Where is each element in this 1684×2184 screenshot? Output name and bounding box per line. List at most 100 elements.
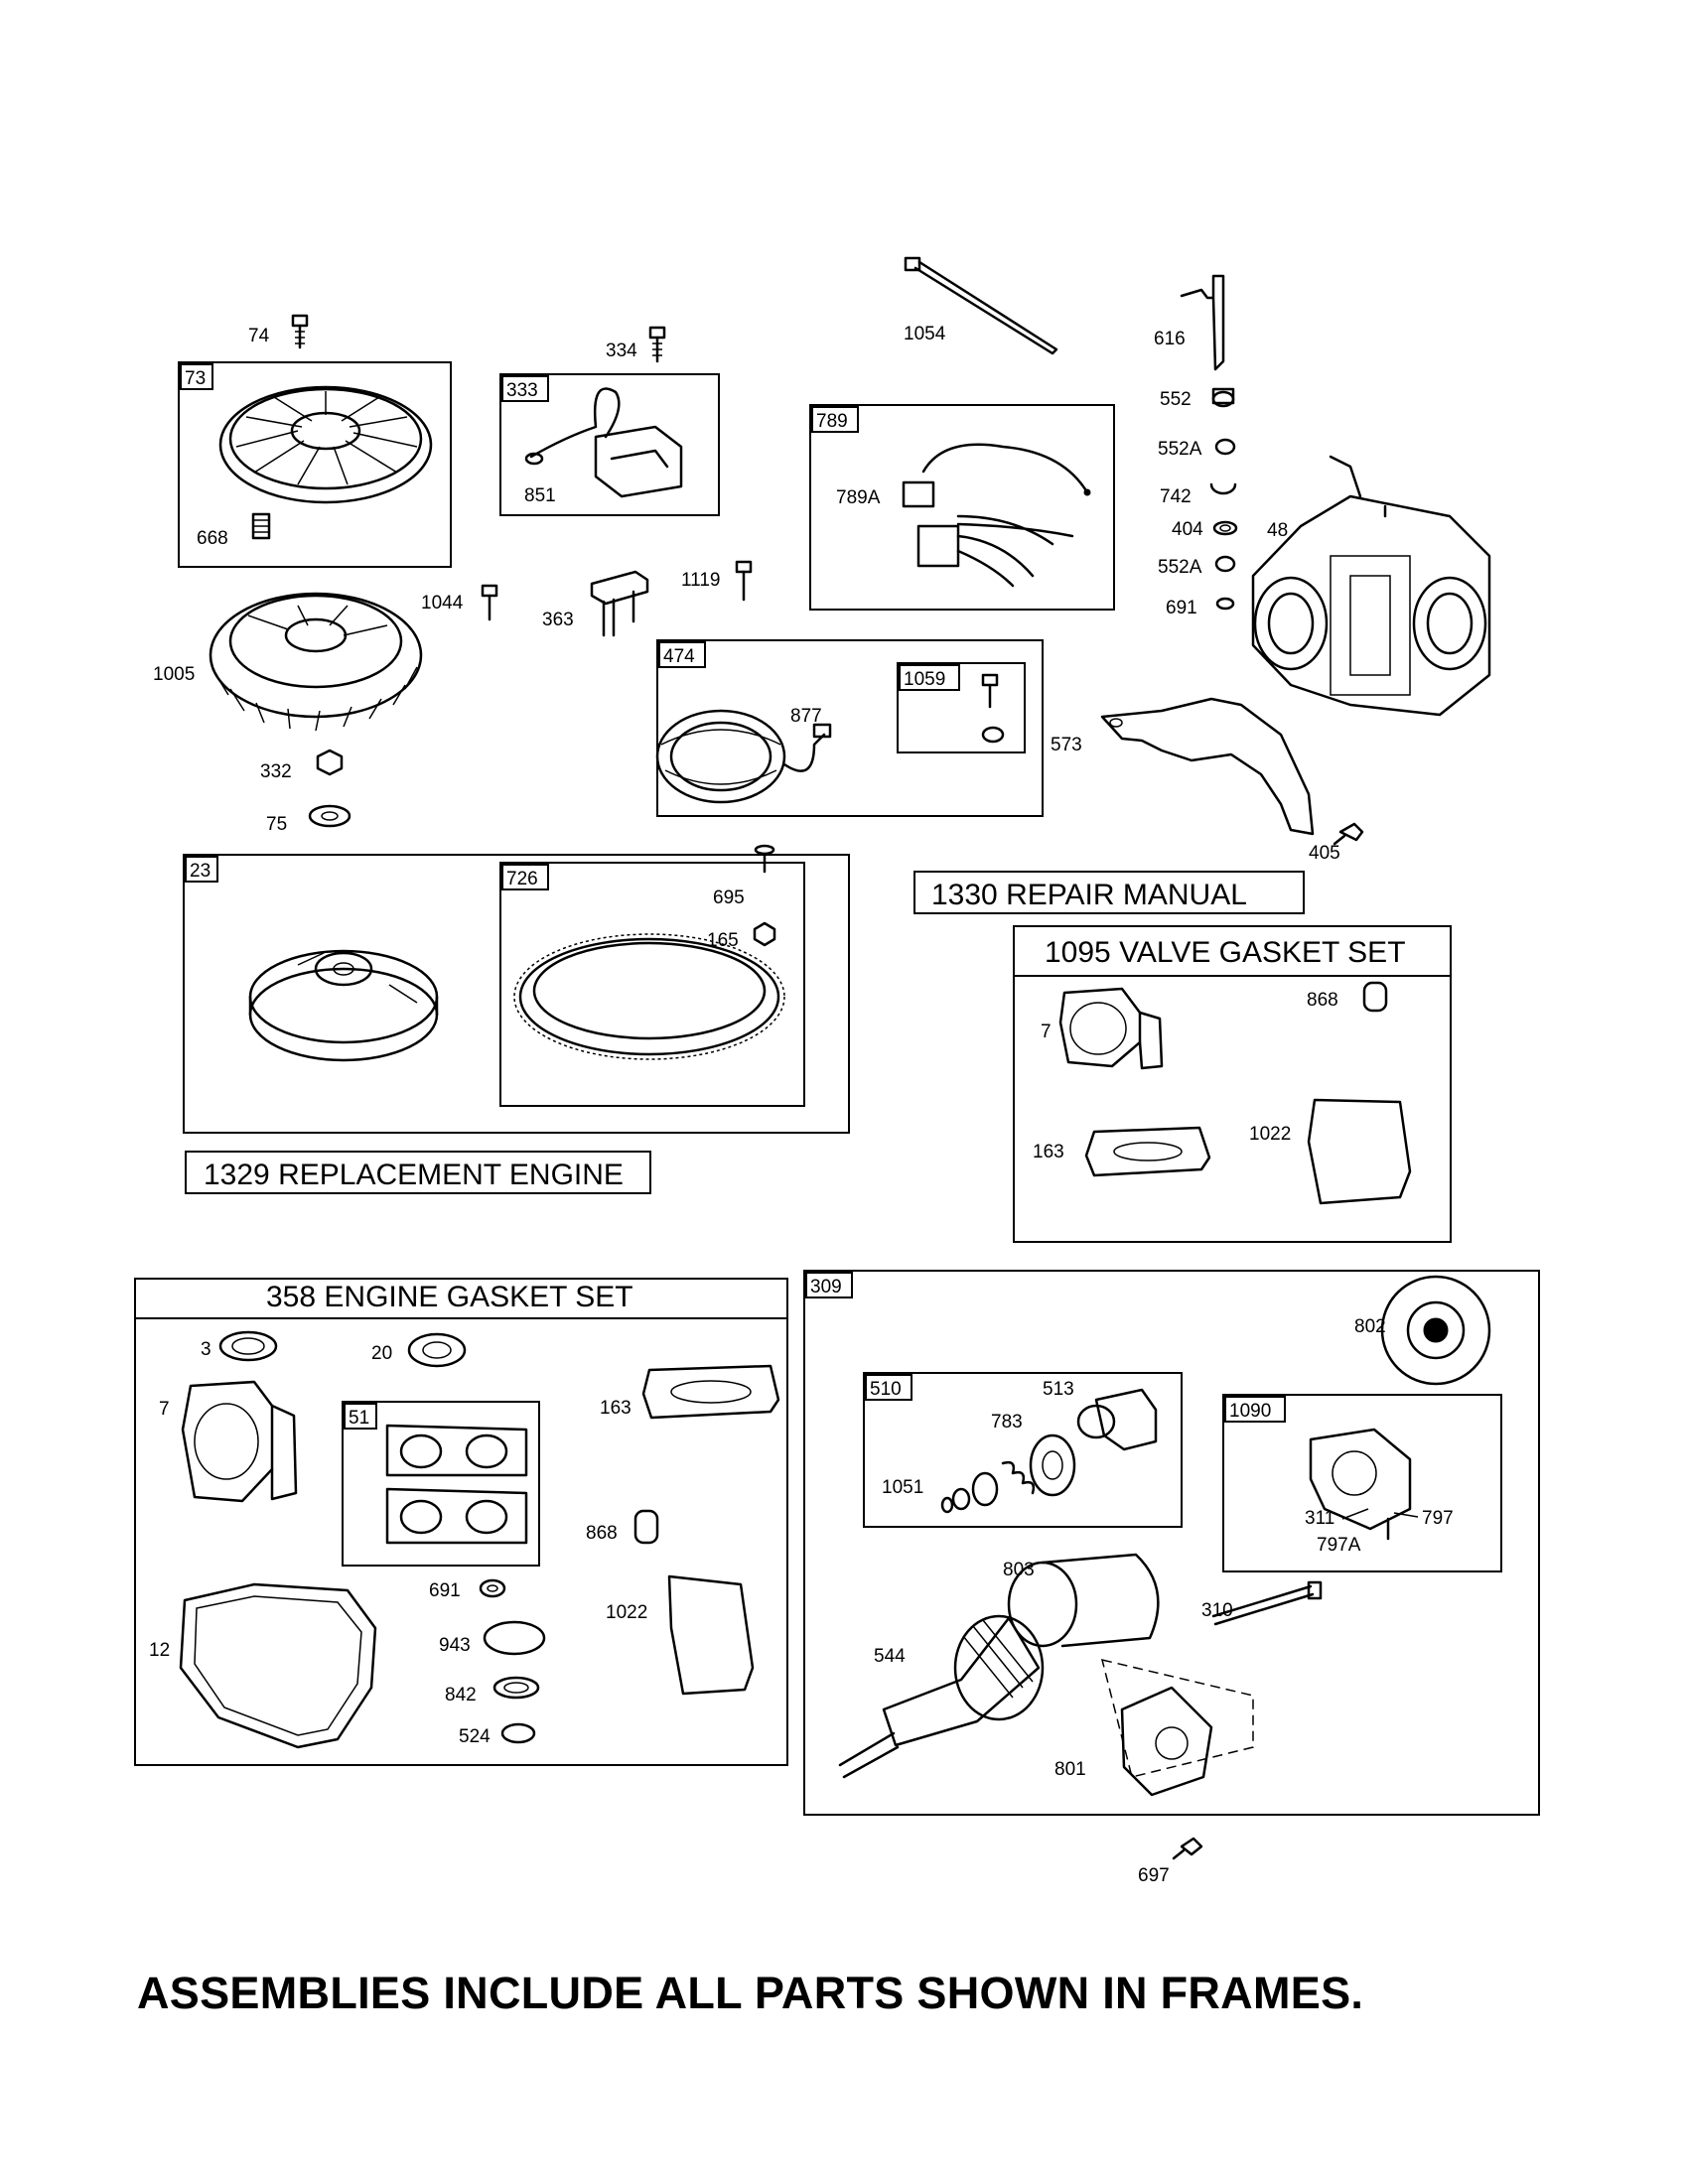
washer-75-icon bbox=[308, 804, 351, 828]
nut-332-icon bbox=[316, 749, 344, 776]
intake-gasket-51-icon bbox=[385, 1424, 528, 1545]
frame-1330 bbox=[913, 871, 1305, 914]
part-label: 7 bbox=[159, 1399, 170, 1420]
frame-tag: 789 bbox=[816, 411, 848, 432]
frame-1059 bbox=[897, 662, 1026, 753]
gasket-1022-icon bbox=[1307, 1098, 1412, 1205]
part-label: 1054 bbox=[904, 324, 946, 344]
frame-73 bbox=[178, 361, 452, 568]
fan-icon bbox=[209, 592, 423, 732]
kit-replacement-engine: 1329 REPLACEMENT ENGINE bbox=[204, 1159, 624, 1191]
gasket-1022b-icon bbox=[667, 1574, 755, 1696]
cylinder-block-icon bbox=[1251, 455, 1491, 717]
frame-tag: 1059 bbox=[904, 669, 945, 690]
part-label: 691 bbox=[1166, 598, 1197, 618]
frame-1329 bbox=[185, 1151, 651, 1194]
frame-510 bbox=[863, 1372, 1183, 1528]
part-label: 742 bbox=[1160, 486, 1192, 507]
screw-695-icon bbox=[754, 844, 775, 874]
part-label: 877 bbox=[790, 706, 822, 727]
part-label: 363 bbox=[542, 610, 574, 630]
frame-tag: 726 bbox=[506, 869, 538, 889]
part-label: 789A bbox=[836, 487, 881, 508]
seal-3-icon bbox=[218, 1330, 278, 1362]
kit-banners: 1330 REPAIR MANUAL 1095 VALVE GASKET SET… bbox=[204, 879, 1406, 1313]
footer-note: ASSEMBLIES INCLUDE ALL PARTS SHOWN IN FR… bbox=[137, 1968, 1364, 2018]
part-label: 74 bbox=[248, 326, 270, 346]
frame-tag: 73 bbox=[185, 368, 206, 389]
frame-309 bbox=[803, 1270, 1540, 1816]
screw-697-icon bbox=[1172, 1837, 1203, 1860]
frame-tag: 474 bbox=[663, 646, 695, 667]
part-label: 20 bbox=[371, 1343, 392, 1364]
part-label: 7 bbox=[1041, 1022, 1052, 1042]
part-label: 513 bbox=[1043, 1379, 1074, 1400]
seal-524-icon bbox=[500, 1722, 536, 1744]
o-ring-943-icon bbox=[483, 1620, 546, 1656]
part-labels: 74 73 668 334 333 851 1054 789 789A 616 … bbox=[149, 324, 1454, 1886]
part-label: 803 bbox=[1003, 1560, 1035, 1580]
part-label: 524 bbox=[459, 1726, 491, 1747]
alternator-icon bbox=[655, 709, 832, 804]
part-label: 311 bbox=[1305, 1508, 1334, 1529]
crankcase-gasket-icon bbox=[179, 1582, 377, 1749]
part-label: 668 bbox=[197, 528, 228, 549]
o-ring-552a-icon bbox=[1214, 438, 1236, 573]
frame-23 bbox=[183, 854, 850, 1134]
part-label: 3 bbox=[201, 1339, 211, 1360]
frame-tag: 309 bbox=[810, 1277, 842, 1297]
part-label: 573 bbox=[1051, 735, 1082, 755]
brush-holder-1090-icon bbox=[1309, 1428, 1412, 1541]
bracket-363-icon bbox=[590, 570, 649, 637]
ignition-armature-icon bbox=[524, 387, 683, 498]
clip-742-icon bbox=[1209, 482, 1237, 495]
frame-1090 bbox=[1222, 1394, 1502, 1572]
dipstick-icon bbox=[1180, 274, 1225, 371]
frame-358 bbox=[134, 1278, 788, 1766]
frame-474 bbox=[656, 639, 1044, 817]
head-gasket-7b-icon bbox=[181, 1380, 298, 1503]
part-label: 1022 bbox=[606, 1602, 647, 1623]
part-label: 544 bbox=[874, 1646, 906, 1667]
frames bbox=[134, 361, 1540, 1816]
part-label: 1044 bbox=[421, 593, 464, 614]
part-label: 1005 bbox=[153, 664, 195, 685]
part-label: 48 bbox=[1267, 520, 1288, 541]
part-label: 783 bbox=[991, 1412, 1023, 1433]
seal-868b-icon bbox=[633, 1509, 659, 1545]
end-plate-801-icon bbox=[1100, 1658, 1254, 1797]
part-label: 802 bbox=[1354, 1316, 1386, 1337]
gear-783-icon bbox=[1029, 1433, 1076, 1497]
seal-552-icon bbox=[1211, 387, 1235, 408]
valve-cover-gasket-163-icon bbox=[1084, 1126, 1211, 1177]
frame-51 bbox=[342, 1401, 540, 1567]
part-label: 332 bbox=[260, 761, 292, 782]
spring-1051-icon bbox=[940, 1460, 1036, 1514]
mounting-bracket-icon bbox=[1100, 697, 1315, 836]
frame-tag: 51 bbox=[349, 1408, 369, 1429]
part-label: 165 bbox=[707, 930, 739, 951]
seal-20-icon bbox=[407, 1332, 467, 1368]
part-label: 842 bbox=[445, 1685, 477, 1706]
part-label: 404 bbox=[1172, 519, 1203, 540]
part-label: 868 bbox=[586, 1523, 618, 1544]
frame-tag: 333 bbox=[506, 380, 538, 401]
part-label: 616 bbox=[1154, 329, 1186, 349]
part-drawings bbox=[179, 256, 1491, 1860]
valve-cover-gasket-163b-icon bbox=[641, 1364, 780, 1420]
part-label: 310 bbox=[1201, 1600, 1233, 1621]
bolt-74-icon bbox=[291, 314, 309, 349]
frame-789 bbox=[809, 404, 1115, 611]
part-label: 12 bbox=[149, 1640, 170, 1661]
part-label: 797A bbox=[1317, 1535, 1361, 1556]
part-label: 163 bbox=[600, 1398, 632, 1419]
nut-165-icon bbox=[753, 921, 776, 947]
frame-tag: 23 bbox=[190, 861, 210, 882]
part-label: 797 bbox=[1422, 1508, 1454, 1529]
frame-1095 bbox=[1013, 925, 1452, 1243]
bolt-1119-icon bbox=[735, 560, 753, 602]
part-label: 691 bbox=[429, 1580, 461, 1601]
armature-544-icon bbox=[838, 1614, 1045, 1779]
flywheel-icon bbox=[248, 949, 439, 1062]
